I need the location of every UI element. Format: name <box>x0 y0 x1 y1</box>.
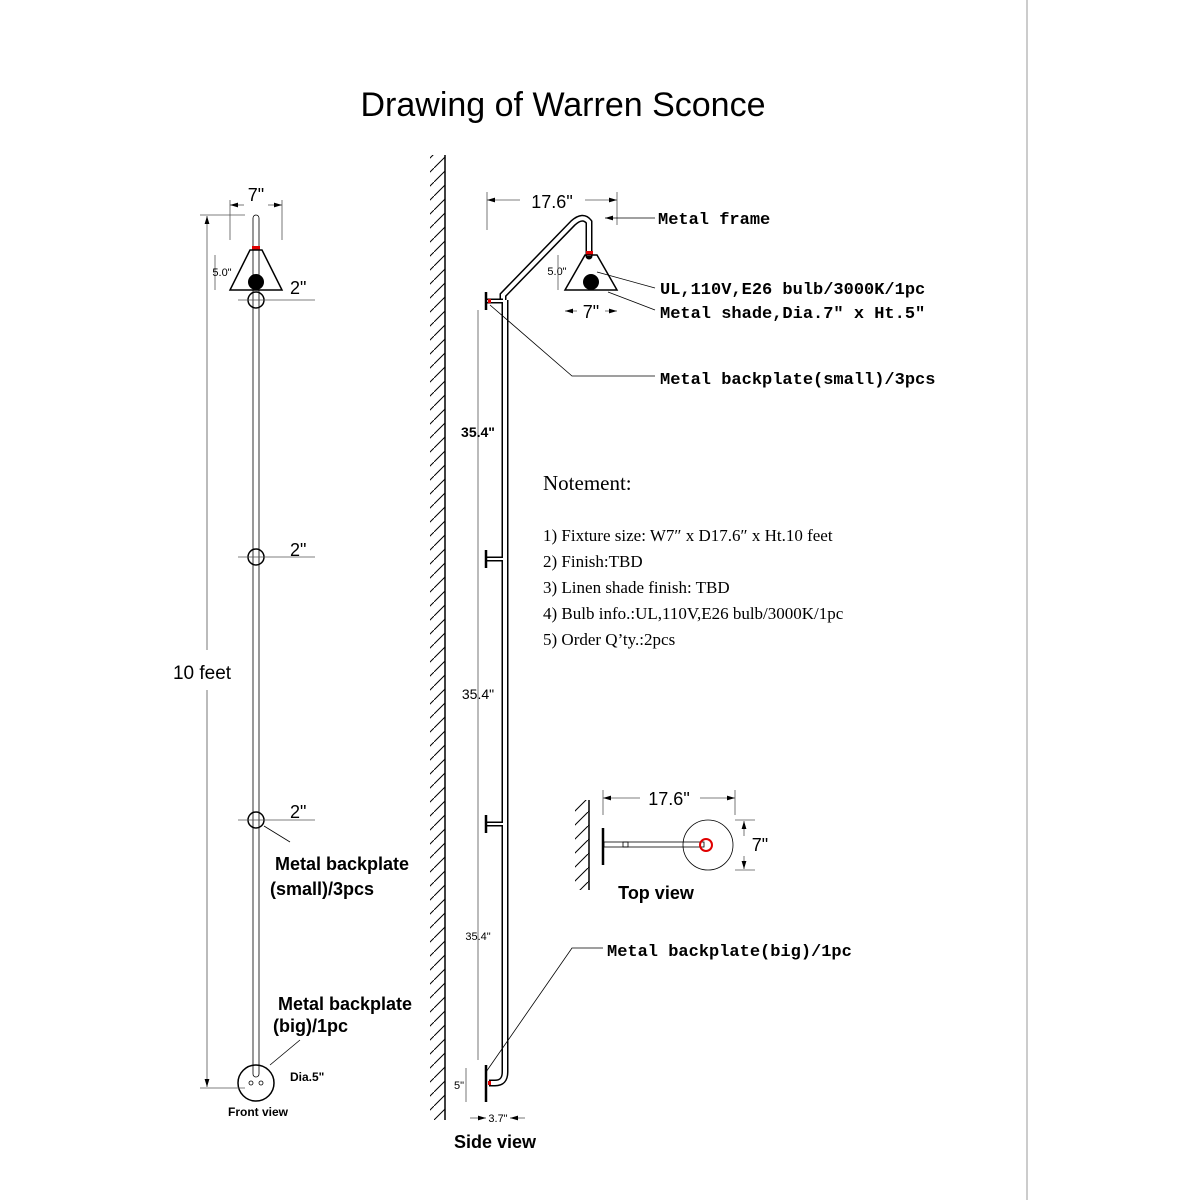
front_view-plate_dims-1-label: 2" <box>290 540 306 560</box>
notes-items-2-label: 3) Linen shade finish: TBD <box>543 578 730 597</box>
side_view-bottom_depth-label: 3.7" <box>488 1113 507 1125</box>
page-title: Drawing of Warren Sconce <box>360 86 765 124</box>
top_view-depth_dim-label: 17.6" <box>648 789 689 809</box>
front_view-big_plate_label-1-label: (big)/1pc <box>273 1016 348 1036</box>
top_view-width_dim-label: 7" <box>752 835 768 855</box>
notes-items-4-label: 5) Order Q’ty.:2pcs <box>543 630 675 649</box>
side_view-labels-big_plate-label: Metal backplate(big)/1pc <box>607 943 852 962</box>
front_view-plate_dims-2-label: 2" <box>290 802 306 822</box>
side_view-labels-frame-label: Metal frame <box>658 211 770 230</box>
front_view-shade_height-label: 5.0" <box>212 267 231 279</box>
notes-items-0-label: 1) Fixture size: W7″ x D17.6″ x Ht.10 fe… <box>543 526 833 545</box>
notes: Notement: 1) Fixture size: W7″ x D17.6″ … <box>543 471 844 649</box>
side_view-spacings-2-label: 35.4" <box>465 931 490 943</box>
notes-heading-label: Notement: <box>543 471 632 495</box>
front-shade <box>228 249 284 291</box>
side-shade <box>563 254 619 291</box>
front_view-plate_dims-0-label: 2" <box>290 278 306 298</box>
front-big-plate <box>237 1064 275 1102</box>
front_view-small_plate_label-0-label: Metal backplate <box>275 854 409 874</box>
front_view-width_dim-label: 7" <box>248 185 264 205</box>
top_view-caption-label: Top view <box>618 883 695 903</box>
top-view: 17.6" 7" Top view <box>575 789 768 903</box>
side_view-bottom_height-label: 5" <box>454 1080 464 1092</box>
side_view-spacings-1-label: 35.4" <box>462 686 494 702</box>
socket-marker <box>252 246 260 250</box>
front-view: 7" 5.0" 2" 2" 2" 10 feet Metal backplate… <box>173 185 412 1119</box>
side_view-depth_dim-label: 17.6" <box>531 192 572 212</box>
front-bulb-icon <box>248 274 264 290</box>
front_view-caption-label: Front view <box>228 1105 289 1119</box>
side_view-spacings-0-label: 35.4" <box>461 424 495 440</box>
side_view-labels-shade-label: Metal shade,Dia.7″ x Ht.5″ <box>660 305 925 324</box>
side_view-caption-label: Side view <box>454 1132 537 1152</box>
side_view-shade_height-label: 5.0" <box>547 266 566 278</box>
side_view-labels-bulb-label: UL,110V,E26 bulb/3000K/1pc <box>660 281 925 300</box>
front_view-small_plate_label-1-label: (small)/3pcs <box>270 879 374 899</box>
side-bulb-icon <box>583 274 599 290</box>
wall-hatch <box>430 155 445 1120</box>
side-view: 17.6" 5.0" 7" Metal frame UL,110V,E26 bu… <box>430 155 935 1152</box>
notes-items-1-label: 2) Finish:TBD <box>543 552 643 571</box>
notes-items-3-label: 4) Bulb info.:UL,110V,E26 bulb/3000K/1pc <box>543 604 844 623</box>
front-rod <box>252 214 260 1078</box>
front_view-height_dim-label: 10 feet <box>173 663 232 684</box>
side_view-labels-small_plate-label: Metal backplate(small)/3pcs <box>660 371 935 390</box>
front_view-big_plate_label-0-label: Metal backplate <box>278 994 412 1014</box>
side_view-shade_width-label: 7" <box>583 302 599 322</box>
front_view-big_plate_dia-label: Dia.5" <box>290 1070 324 1084</box>
